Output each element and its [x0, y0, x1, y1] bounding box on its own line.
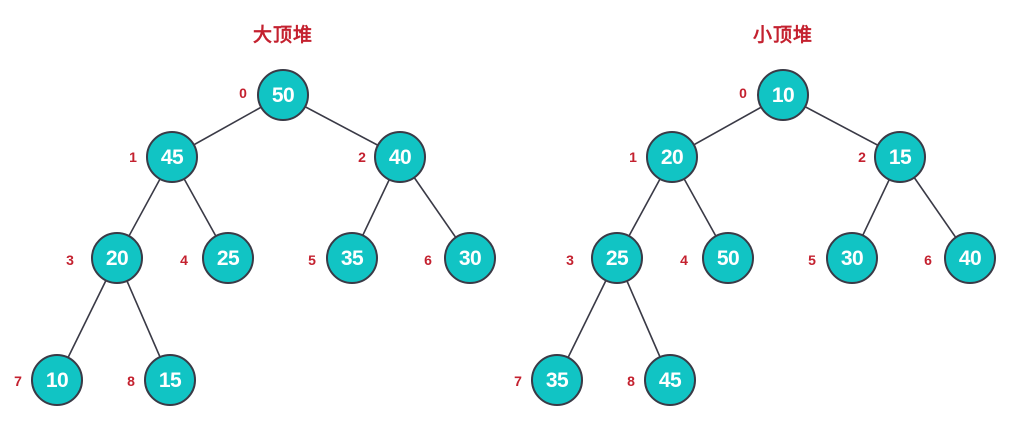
heap-node[interactable]: 15 — [874, 131, 926, 183]
node-index-label: 1 — [129, 149, 137, 165]
heap-node-value: 30 — [458, 246, 482, 270]
heap-node[interactable]: 30 — [826, 232, 878, 284]
heap-node[interactable]: 50 — [257, 69, 309, 121]
node-index-label: 4 — [180, 252, 188, 268]
heap-node[interactable]: 30 — [444, 232, 496, 284]
heap-node-value: 20 — [105, 246, 129, 270]
heap-node-value: 50 — [271, 83, 295, 107]
node-index-label: 2 — [358, 149, 366, 165]
heap-node-value: 45 — [160, 145, 184, 169]
heap-node-value: 20 — [660, 145, 684, 169]
heap-node[interactable]: 20 — [646, 131, 698, 183]
heap-node-value: 35 — [340, 246, 364, 270]
node-index-label: 0 — [739, 85, 747, 101]
node-index-label: 7 — [14, 373, 22, 389]
heap-title-max-heap: 大顶堆 — [252, 25, 314, 46]
heap-node[interactable]: 45 — [146, 131, 198, 183]
node-index-label: 3 — [566, 252, 574, 268]
heap-node[interactable]: 40 — [374, 131, 426, 183]
heap-node-value: 25 — [216, 246, 240, 270]
heap-node-value: 40 — [388, 145, 412, 169]
heap-node-value: 45 — [658, 368, 682, 392]
heap-node[interactable]: 15 — [144, 354, 196, 406]
heap-title-min-heap: 小顶堆 — [752, 25, 814, 46]
heap-node[interactable]: 25 — [202, 232, 254, 284]
heap-node-value: 30 — [840, 246, 864, 270]
heap-node[interactable]: 35 — [326, 232, 378, 284]
heap-node[interactable]: 10 — [31, 354, 83, 406]
heap-node[interactable]: 35 — [531, 354, 583, 406]
heap-node[interactable]: 40 — [944, 232, 996, 284]
heap-node-value: 50 — [716, 246, 740, 270]
heap-node-value: 10 — [45, 368, 69, 392]
node-index-label: 2 — [858, 149, 866, 165]
node-index-label: 7 — [514, 373, 522, 389]
node-index-label: 5 — [308, 252, 316, 268]
node-index-label: 3 — [66, 252, 74, 268]
heap-node-value: 15 — [158, 368, 182, 392]
node-index-label: 8 — [127, 373, 135, 389]
heap-node-value: 25 — [605, 246, 629, 270]
heap-node-value: 35 — [545, 368, 569, 392]
heap-node-value: 40 — [958, 246, 982, 270]
node-index-label: 5 — [808, 252, 816, 268]
node-index-label: 6 — [424, 252, 432, 268]
heap-node[interactable]: 45 — [644, 354, 696, 406]
node-index-label: 4 — [680, 252, 688, 268]
node-index-label: 6 — [924, 252, 932, 268]
heap-node[interactable]: 10 — [757, 69, 809, 121]
heap-node[interactable]: 50 — [702, 232, 754, 284]
heap-node-value: 15 — [888, 145, 912, 169]
node-index-label: 0 — [239, 85, 247, 101]
node-index-label: 1 — [629, 149, 637, 165]
heap-node[interactable]: 25 — [591, 232, 643, 284]
heap-node[interactable]: 20 — [91, 232, 143, 284]
node-index-label: 8 — [627, 373, 635, 389]
heap-node-value: 10 — [771, 83, 795, 107]
